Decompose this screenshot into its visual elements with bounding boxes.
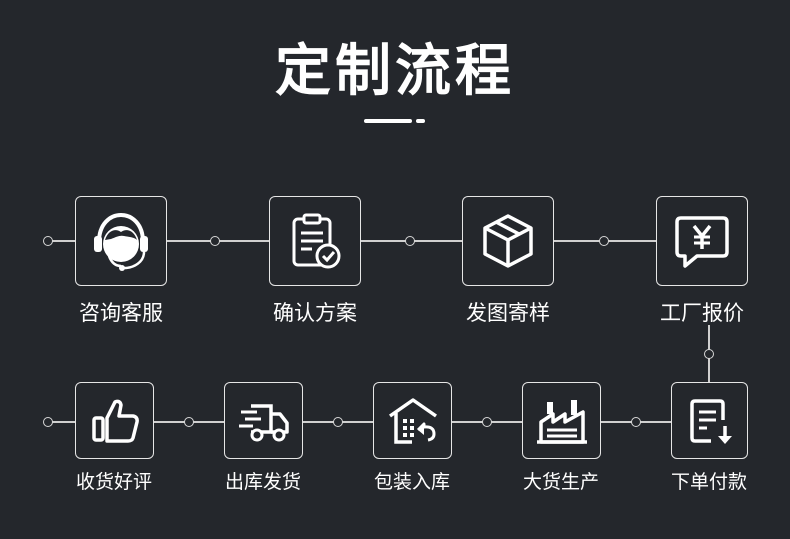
step-label: 咨询客服 (79, 301, 163, 325)
step-ship (224, 382, 303, 459)
step-confirm-plan (269, 196, 361, 286)
package-box-icon (483, 214, 533, 268)
connector-node (599, 236, 609, 246)
connector-node (482, 417, 492, 427)
step-label: 大货生产 (522, 471, 599, 493)
connector-node (43, 236, 53, 246)
step-consult (75, 196, 167, 286)
order-download-icon (689, 398, 732, 444)
thumbs-up-icon (91, 399, 139, 443)
connector-node (333, 417, 343, 427)
delivery-truck-icon (238, 403, 289, 441)
step-label: 发图寄样 (466, 301, 550, 325)
clipboard-check-icon (292, 213, 341, 269)
title-underline-dot (416, 119, 425, 123)
page-title: 定制流程 (275, 39, 515, 104)
step-label: 出库发货 (224, 471, 301, 493)
step-review (75, 382, 154, 459)
factory-icon (536, 399, 587, 444)
connector-node (210, 236, 220, 246)
step-label: 收货好评 (75, 471, 152, 493)
warehouse-return-icon (388, 397, 437, 444)
step-label: 下单付款 (670, 471, 747, 493)
title-underline (364, 119, 412, 123)
step-package-storage (373, 382, 452, 459)
step-send-sample (462, 196, 554, 286)
connector-row2-a (52, 421, 75, 423)
step-order-payment (671, 382, 748, 459)
connector-node (631, 417, 641, 427)
connector-row1-a (52, 240, 75, 242)
step-label: 确认方案 (273, 301, 357, 325)
yuan-quote-bubble-icon (675, 216, 729, 268)
connector-node (184, 417, 194, 427)
step-label: 工厂报价 (660, 301, 744, 325)
step-production (522, 382, 601, 459)
customer-service-headset-icon (94, 212, 148, 271)
step-label: 包装入库 (373, 471, 450, 493)
connector-node (704, 349, 714, 359)
connector-node (405, 236, 415, 246)
connector-node (43, 417, 53, 427)
step-factory-quote (656, 196, 748, 286)
